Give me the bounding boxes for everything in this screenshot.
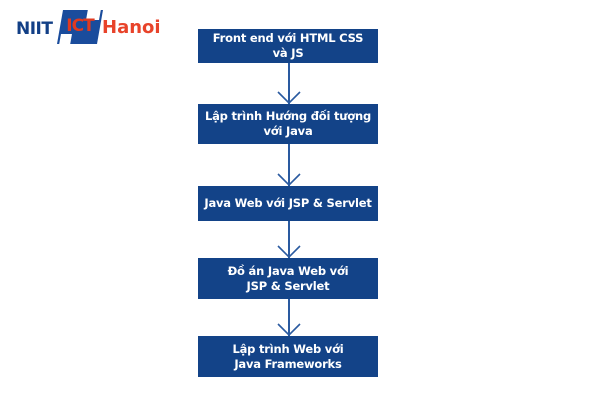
flow-connector-1-2 [277,63,301,105]
flow-node-do-an-java-web[interactable]: Đồ án Java Web với JSP & Servlet [198,258,378,299]
flow-node-java-web-jsp-servlet[interactable]: Java Web với JSP & Servlet [198,186,378,221]
flow-connector-2-3 [277,144,301,187]
logo-text-niit: NIIT [16,19,53,39]
arrow-down-icon [277,245,301,259]
flow-connector-4-5 [277,299,301,337]
connector-stem [288,63,290,104]
connector-stem [288,221,290,258]
logo-text-hanoi: Hanoi [102,17,161,38]
niit-ict-hanoi-logo: NIIT ICT Hanoi [16,9,161,46]
flow-node-label: Lập trình Web với Java Frameworks [232,341,344,371]
arrow-down-icon [277,91,301,105]
logo-text-ict: ICT [66,16,94,36]
flow-node-oop-java[interactable]: Lập trình Hướng đối tượng với Java [198,104,378,144]
flow-node-web-java-frameworks[interactable]: Lập trình Web với Java Frameworks [198,336,378,377]
flow-node-label: Front end với HTML CSS và JS [212,31,364,60]
flow-node-label: Lập trình Hướng đối tượng với Java [204,109,372,138]
connector-stem [288,144,290,186]
arrow-down-icon [277,173,301,187]
connector-stem [288,299,290,336]
arrow-down-icon [277,323,301,337]
logo-mark-shape: ICT [57,9,103,45]
flow-node-front-end[interactable]: Front end với HTML CSS và JS [198,29,378,63]
flow-node-label: Java Web với JSP & Servlet [204,196,372,210]
flow-node-label: Đồ án Java Web với JSP & Servlet [227,263,349,293]
flow-connector-3-4 [277,221,301,259]
